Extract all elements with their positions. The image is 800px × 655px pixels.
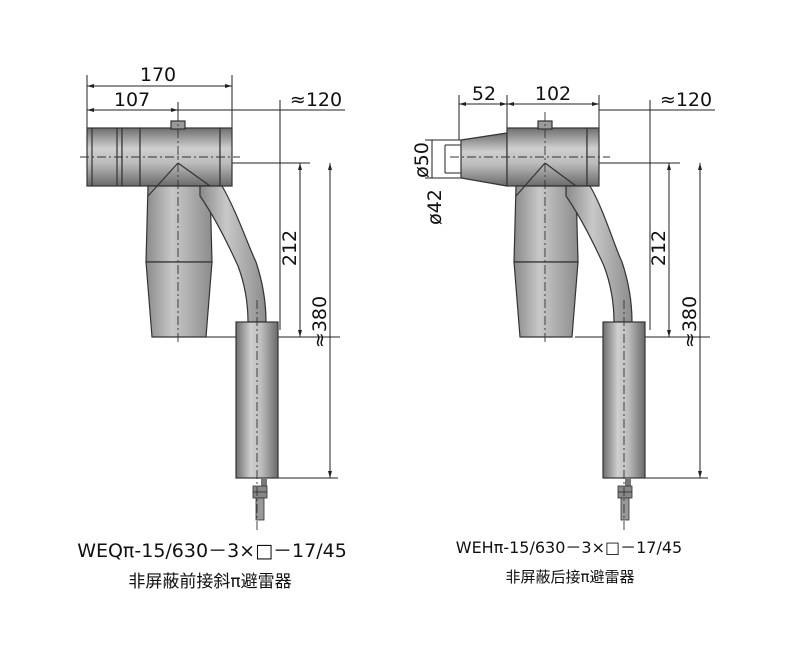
right-dim-120: ≈120 xyxy=(660,89,712,111)
left-dim-170: 170 xyxy=(140,64,176,86)
right-dimension-lines xyxy=(425,95,715,479)
right-model-caption: WEHπ-15/630－3×□－17/45 xyxy=(456,538,682,557)
left-dim-107: 107 xyxy=(114,89,150,111)
left-dim-212: 212 xyxy=(279,230,301,266)
right-description-caption: 非屏蔽后接π避雷器 xyxy=(505,568,634,586)
left-model-caption: WEQπ-15/630－3×□－17/45 xyxy=(77,540,347,562)
left-description-caption: 非屏蔽前接斜π避雷器 xyxy=(128,572,291,592)
left-connector-head xyxy=(86,120,233,187)
right-main-body xyxy=(513,162,579,338)
right-dim-dia42: ø42 xyxy=(424,189,446,225)
right-dim-52: 52 xyxy=(472,83,496,105)
right-connector-head xyxy=(460,120,600,187)
left-main-body xyxy=(145,162,213,338)
right-dim-380: ≈380 xyxy=(679,296,701,348)
left-dim-380: ≈380 xyxy=(309,296,331,348)
left-dim-120: ≈120 xyxy=(290,89,342,111)
right-dim-dia50: ø50 xyxy=(411,142,433,178)
right-arrester-drawing xyxy=(425,95,715,530)
right-dim-102: 102 xyxy=(535,83,571,105)
right-dim-212: 212 xyxy=(648,230,670,266)
left-arrester-drawing xyxy=(80,75,345,530)
